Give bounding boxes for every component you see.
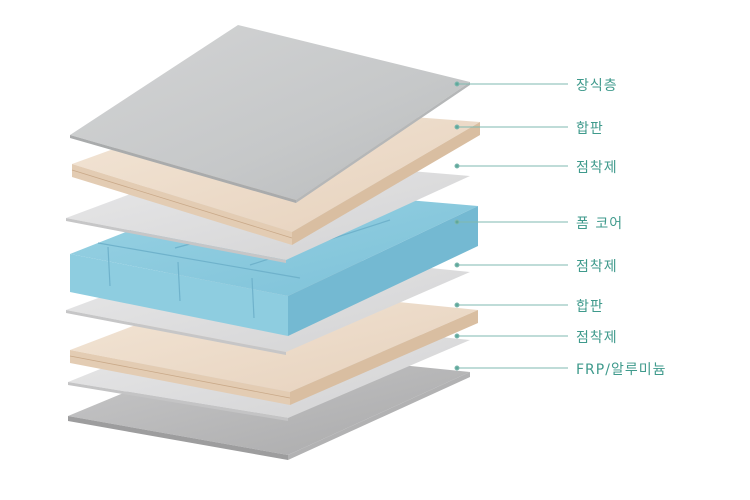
label-plywood-lower: 합판: [576, 299, 604, 315]
leader-dot: [454, 365, 460, 371]
leader-dot: [454, 333, 460, 339]
leader-dot: [454, 219, 460, 225]
leader-lines: [454, 81, 568, 371]
leader-dot: [454, 302, 460, 308]
decor-layer: [70, 25, 470, 203]
leader-dot: [454, 163, 460, 169]
leader-dot: [454, 124, 460, 130]
label-frp-aluminum: FRP/알루미늄: [576, 362, 667, 378]
label-plywood-upper: 합판: [576, 121, 604, 137]
label-foam-core: 폼 코어: [576, 216, 624, 232]
leader-dot: [454, 81, 460, 87]
label-adhesive-top: 점착제: [576, 160, 618, 176]
leader-dot: [454, 262, 460, 268]
label-adhesive-middle: 점착제: [576, 259, 618, 275]
label-adhesive-bottom: 점착제: [576, 330, 618, 346]
label-decor-layer: 장식층: [576, 78, 618, 94]
